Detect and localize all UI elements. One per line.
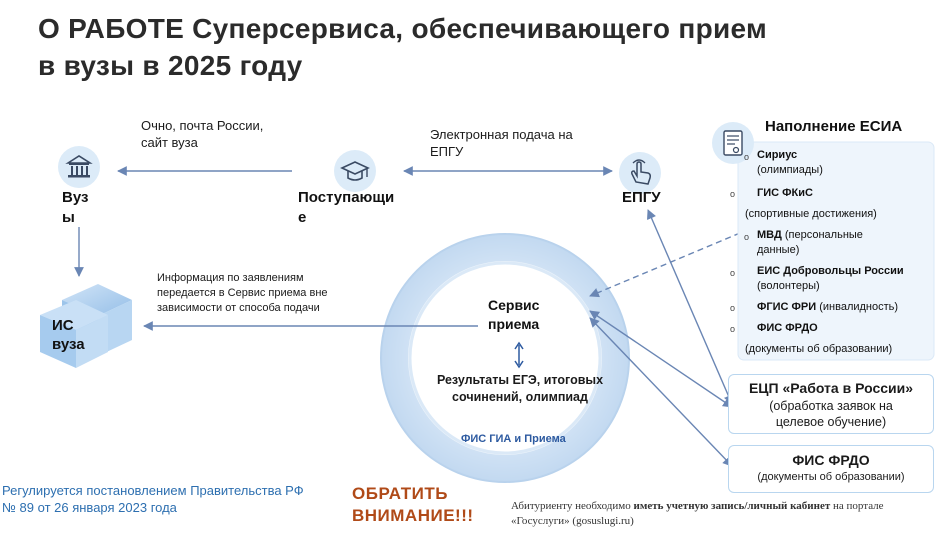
esia-item-mvd-title: МВД xyxy=(757,229,782,241)
node-epgu: ЕПГУ xyxy=(622,189,661,206)
esia-item-fis-frdo-desc: (документы об образовании) xyxy=(745,343,893,355)
esia-item-sirius-title: Сириус xyxy=(757,149,798,161)
edge-label-offline: Очно, почта России, сайт вуза xyxy=(141,117,301,151)
node-vuz-line1: Вуз xyxy=(62,189,89,206)
esia-item-fgis-fri-title: ФГИС ФРИ xyxy=(757,301,817,313)
esia-item-fis-frdo-title: ФИС ФРДО xyxy=(757,322,818,334)
edge-label-online: Электронная подача на ЕПГУ xyxy=(430,126,610,160)
esia-item-fis-frdo: ФИС ФРДО xyxy=(757,321,818,336)
footer-regulation: Регулируется постановлением Правительств… xyxy=(2,482,342,516)
node-vuz-line2: ы xyxy=(62,209,75,226)
frdo-box-line1: (документы об образовании) xyxy=(757,471,905,483)
edge-label-info-line1: Информация по заявлениям xyxy=(157,272,304,284)
page-title: О РАБОТЕ Суперсервиса, обеспечивающего п… xyxy=(38,10,898,84)
esia-bullet-6: o xyxy=(730,324,736,334)
node-is-vuz-line2: вуза xyxy=(52,336,85,353)
frdo-box: ФИС ФРДО (документы об образовании) xyxy=(728,445,934,493)
esia-item-fgis-fri-desc: (инвалидность) xyxy=(819,301,899,313)
esia-bullet-3: o xyxy=(744,232,750,242)
esia-item-mvd-desc-inline: (персональные xyxy=(784,229,863,241)
edge-label-offline-line1: Очно, почта России, xyxy=(141,118,264,133)
footer-regulation-line2: № 89 от 26 января 2023 года xyxy=(2,500,177,515)
edge-label-info: Информация по заявлениям передается в Се… xyxy=(157,271,397,316)
attention-line2: ВНИМАНИЕ!!! xyxy=(352,506,474,525)
node-is-vuz-line1: ИС xyxy=(52,317,74,334)
page-title-line2: в вузы в 2025 году xyxy=(38,50,303,81)
is-vuz-cubes-icon xyxy=(40,284,132,368)
node-vuz: Вуз ы xyxy=(62,188,122,228)
fis-gia-ring-inner xyxy=(408,261,602,455)
esia-item-gis-fkis-title: ГИС ФКиС xyxy=(757,187,813,199)
arrow-epgu-to-ecp xyxy=(647,209,733,405)
edge-label-online-line1: Электронная подача на xyxy=(430,127,573,142)
ecp-box-line1: (обработка заявок на xyxy=(769,399,893,413)
ecp-box-title: ЕЦП «Работа в России» xyxy=(748,380,914,396)
arrow-service-frdo xyxy=(589,317,733,467)
graduation-cap-icon xyxy=(334,150,376,192)
footer-note-pre: Абитуриенту необходимо xyxy=(511,500,634,512)
page-title-line1: О РАБОТЕ Суперсервиса, обеспечивающего п… xyxy=(38,13,768,44)
esia-item-eis-volunteers: ЕИС Добровольцы России (волонтеры) xyxy=(757,264,904,294)
esia-bullet-2: o xyxy=(730,189,736,199)
node-applicants: Поступающи е xyxy=(298,188,418,228)
footer-regulation-line1: Регулируется постановлением Правительств… xyxy=(2,483,304,498)
node-results-line1: Результаты ЕГЭ, итоговых xyxy=(436,373,604,387)
touch-hand-icon xyxy=(619,152,661,194)
esia-item-eis-volunteers-desc: (волонтеры) xyxy=(757,280,820,292)
edge-label-online-line2: ЕПГУ xyxy=(430,144,464,159)
esia-item-gis-fkis: ГИС ФКиС xyxy=(757,186,813,201)
footer-note-bold: иметь учетную запись/личный кабинет xyxy=(633,500,831,512)
edge-label-info-line3: зависимости от способа подачи xyxy=(157,302,320,314)
attention-line1: ОБРАТИТЬ xyxy=(352,484,448,503)
university-icon xyxy=(58,146,100,188)
esia-panel-bg xyxy=(737,141,935,361)
node-is-vuz: ИС вуза xyxy=(52,316,112,354)
node-applicants-line2: е xyxy=(298,209,307,226)
node-fis-gia: ФИС ГИА и Приема xyxy=(461,433,566,445)
edge-label-offline-line2: сайт вуза xyxy=(141,135,198,150)
esia-item-gis-fkis-desc: (спортивные достижения) xyxy=(745,208,877,220)
esia-item-fgis-fri: ФГИС ФРИ (инвалидность) xyxy=(757,300,898,315)
frdo-box-title: ФИС ФРДО xyxy=(792,452,870,468)
arrow-esia-to-service xyxy=(589,232,741,298)
esia-item-mvd: МВД (персональные данные) xyxy=(757,228,863,258)
node-service-line2: приема xyxy=(488,316,540,332)
esia-bullet-1: o xyxy=(744,152,750,162)
document-icon xyxy=(712,122,754,164)
footer-note-post: на портале xyxy=(830,500,884,512)
esia-item-mvd-desc: данные) xyxy=(757,244,800,256)
node-applicants-line1: Поступающи xyxy=(298,189,395,206)
node-service: Сервис приема xyxy=(488,296,568,334)
esia-item-eis-volunteers-title: ЕИС Добровольцы России xyxy=(757,265,904,277)
esia-bullet-4: o xyxy=(730,268,736,278)
footer-note-line2: «Госуслуги» (gosuslugi.ru) xyxy=(511,515,634,527)
node-service-line1: Сервис xyxy=(488,297,540,313)
footer-gosuslugi-note: Абитуриенту необходимо иметь учетную зап… xyxy=(511,499,931,529)
attention-notice: ОБРАТИТЬ ВНИМАНИЕ!!! xyxy=(352,483,502,527)
ecp-box-line2: целевое обучение) xyxy=(775,415,887,429)
esia-item-sirius: Сириус (олимпиады) xyxy=(757,148,823,178)
node-results-line2: сочинений, олимпиад xyxy=(452,390,588,404)
esia-bullet-5: o xyxy=(730,303,736,313)
arrow-service-results xyxy=(514,341,524,369)
edge-label-info-line2: передается в Сервис приема вне xyxy=(157,287,328,299)
node-results: Результаты ЕГЭ, итоговых сочинений, олим… xyxy=(405,372,635,406)
esia-item-sirius-desc: (олимпиады) xyxy=(757,164,823,176)
esia-heading: Наполнение ЕСИА xyxy=(765,118,903,135)
ecp-box: ЕЦП «Работа в России» (обработка заявок … xyxy=(728,374,934,434)
